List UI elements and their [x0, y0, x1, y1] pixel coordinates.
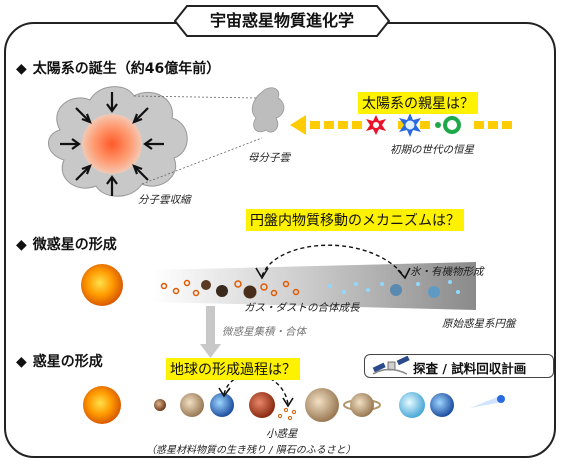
down-arrow	[200, 306, 221, 358]
comet-icon	[470, 395, 505, 408]
yellow-arrow	[290, 115, 512, 135]
diamond-icon: ◆	[16, 354, 27, 370]
section-heading-planet-text: 惑星の形成	[32, 354, 103, 370]
section-heading-birth-text: 太陽系の誕生（約46億年前）	[32, 61, 221, 77]
red-star-icon	[366, 115, 386, 135]
title-banner: 宇宙惑星物質進化学	[173, 4, 391, 38]
blue-star-icon	[399, 113, 421, 137]
question-parent-star: 太陽系の親星は？	[358, 92, 478, 114]
diamond-icon: ◆	[16, 237, 27, 253]
arrow-head	[218, 387, 231, 398]
collapsing-cloud	[48, 86, 188, 197]
label-early-stars: 初期の世代の恒星	[390, 144, 474, 156]
label-cloud-contraction: 分子雲収縮	[138, 194, 191, 206]
page-title: 宇宙惑星物質進化学	[209, 11, 354, 30]
planet-row	[154, 388, 454, 422]
satellite-icon	[372, 356, 410, 375]
section-heading-planet: ◆ 惑星の形成	[16, 351, 103, 371]
label-asteroid-note: （惑星材料物質の生き残り / 隕石のふるさと）	[146, 445, 356, 456]
label-gas-dust: ガス・ダストの合体成長	[244, 302, 360, 314]
sun-icon	[83, 386, 121, 424]
curved-arrow	[223, 373, 289, 405]
green-star-icon	[435, 116, 461, 134]
protoplanetary-disk	[152, 262, 476, 310]
mission-plan-label: 探査 / 試料回収計画	[413, 361, 527, 376]
section-heading-planetesimal: ◆ 微惑星の形成	[16, 234, 117, 254]
label-ice-organics: 氷・有機物形成	[410, 266, 484, 278]
asteroid-dots	[277, 407, 297, 421]
arrow-head	[397, 267, 411, 280]
label-asteroid: 小惑星	[266, 428, 298, 440]
question-earth-formation: 地球の形成過程は？	[166, 358, 300, 380]
mission-plan-box: 探査 / 試料回収計画	[364, 354, 554, 378]
section-heading-birth: ◆ 太陽系の誕生（約46億年前）	[16, 58, 220, 78]
section-heading-planetesimal-text: 微惑星の形成	[32, 237, 117, 253]
title-banner-shape	[173, 5, 391, 37]
diamond-icon: ◆	[16, 61, 27, 77]
sun-icon	[81, 264, 123, 306]
ice-particles	[328, 280, 460, 298]
parent-molecular-cloud	[251, 87, 285, 133]
arrow-head	[255, 267, 269, 280]
curved-arrow	[261, 244, 405, 277]
dust-particles	[160, 279, 300, 299]
label-disk: 原始惑星系円盤	[442, 318, 516, 330]
label-parent-cloud: 母分子雲	[248, 152, 290, 164]
zoom-lines	[133, 95, 263, 185]
question-disk-transport: 円盤内物質移動のメカニズムは？	[246, 209, 464, 231]
arrow-head	[282, 397, 294, 408]
label-accretion: 微惑星集積・合体	[222, 326, 306, 338]
